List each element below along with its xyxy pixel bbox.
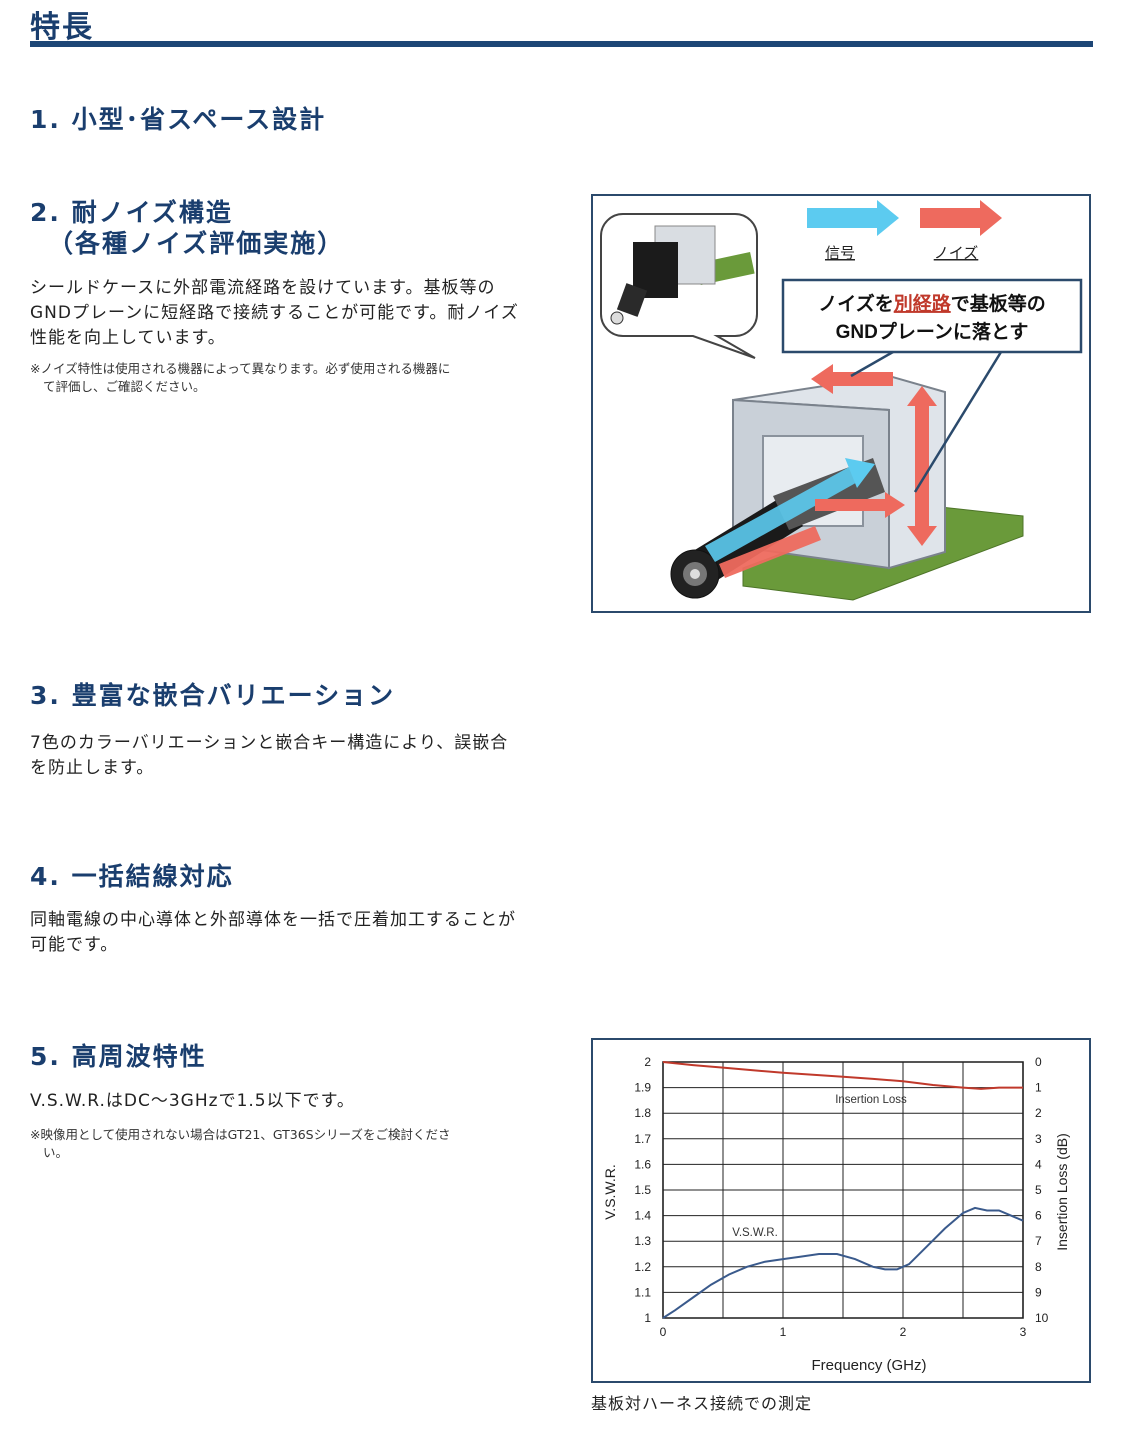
- connector-thumbnail: [610, 225, 755, 325]
- noise-illustration-svg: 信号 ノイズ ノイズを別経路で基板等の GNDプレーンに落とす: [600, 200, 1083, 601]
- section-4-body: 同軸電線の中心導体と外部導体を一括で圧着加工することが可能です。: [30, 910, 516, 955]
- y2-tick-label: 6: [1035, 1209, 1042, 1223]
- legend-noise-arrow: [920, 200, 1002, 236]
- section-2-note-line1: ※ノイズ特性は使用される機器によって異なります。必ず使用される機器に: [30, 361, 451, 376]
- callout-pointer-2: [913, 351, 1003, 493]
- chart-grid: [662, 1061, 1024, 1319]
- legend-signal-label: 信号: [825, 245, 855, 262]
- section-2-heading: 2. 耐ノイズ構造: [30, 198, 233, 227]
- y2-tick-label: 10: [1035, 1311, 1049, 1325]
- callout-box: [781, 278, 1083, 354]
- y-tick-label: 1.1: [634, 1285, 651, 1299]
- insertion-loss-line: [662, 1061, 1023, 1090]
- x-tick-label: 2: [900, 1325, 907, 1339]
- y2-tick-label: 1: [1035, 1081, 1042, 1095]
- signal-path-arrow: [705, 466, 861, 562]
- legend-noise-label: ノイズ: [934, 245, 979, 262]
- section-3-body: 7色のカラーバリエーションと嵌合キー構造により、誤嵌合を防止します。: [30, 733, 509, 778]
- section-1-heading: 1. 小型･省スペース設計: [30, 105, 327, 134]
- x-tick-label: 3: [1020, 1325, 1027, 1339]
- y2-tick-label: 2: [1035, 1106, 1042, 1120]
- section-5-heading: 5. 高周波特性: [30, 1042, 207, 1071]
- y-tick-label: 1.4: [634, 1209, 651, 1223]
- y2-tick-label: 4: [1035, 1157, 1042, 1171]
- noise-path-inner: [815, 499, 885, 511]
- frequency-chart-svg: 11.11.21.31.41.51.61.71.81.92 1098765432…: [602, 1055, 1070, 1374]
- section-4-heading: 4. 一括結線対応: [30, 862, 234, 891]
- section-3-heading: 3. 豊富な嵌合バリエーション: [30, 681, 396, 710]
- y2-tick-label: 5: [1035, 1183, 1042, 1197]
- chart-series: [662, 1061, 1024, 1319]
- noise-path-vertical: [915, 406, 929, 526]
- y-tick-label: 1.6: [634, 1157, 651, 1171]
- y-tick-label: 1.9: [634, 1081, 651, 1095]
- y2-tick-label: 0: [1035, 1055, 1042, 1069]
- legend-signal-arrow: [807, 200, 899, 236]
- noise-path-lower: [719, 526, 821, 578]
- series-label-vswr: V.S.W.R.: [732, 1227, 778, 1239]
- y2-tick-label: 8: [1035, 1260, 1042, 1274]
- callout-line1: ノイズを別経路で基板等の: [818, 292, 1045, 315]
- signal-path-head: [845, 458, 875, 488]
- y2-tick-label: 7: [1035, 1234, 1042, 1248]
- chart-caption: 基板対ハーネス接続での測定: [591, 1394, 813, 1413]
- y-tick-label: 1.7: [634, 1132, 651, 1146]
- vswr-line: [662, 1206, 1024, 1319]
- section-5-body: V.S.W.R.はDC～3GHzで1.5以下です。: [30, 1091, 355, 1111]
- y-tick-label: 1: [644, 1311, 651, 1325]
- y2-tick-label: 3: [1035, 1132, 1042, 1146]
- section-2-subheading: （各種ノイズ評価実施）: [48, 229, 345, 258]
- x-tick-label: 0: [660, 1325, 667, 1339]
- section-5-note-line1: ※映像用として使用されない場合はGT21、GT36Sシリーズをご検討くださ: [30, 1127, 451, 1142]
- y-tick-label: 1.2: [634, 1260, 651, 1274]
- title-divider: [30, 41, 1093, 47]
- chart-x-ticks: 0 1 2 3: [660, 1325, 1027, 1339]
- chart-x-axis-label: Frequency (GHz): [811, 1357, 926, 1374]
- chart-y-axis-label: V.S.W.R.: [602, 1164, 618, 1220]
- section-5-note-line2: い。: [43, 1145, 69, 1160]
- noise-illustration: 信号 ノイズ ノイズを別経路で基板等の GNDプレーンに落とす: [591, 194, 1091, 613]
- chart-y-ticks: 1 1.1 1.2 1.3 1.4 1.5 1.6 1.7 1.8 1.9 2: [634, 1055, 651, 1325]
- x-tick-label: 1: [780, 1325, 787, 1339]
- y2-tick-label: 9: [1035, 1285, 1042, 1299]
- y-tick-label: 2: [644, 1055, 651, 1069]
- section-2-body: シールドケースに外部電流経路を設けています。基板等のGNDプレーンに短経路で接続…: [30, 278, 519, 348]
- y-tick-label: 1.3: [634, 1234, 651, 1248]
- section-5-note: ※映像用として使用されない場合はGT21、GT36Sシリーズをご検討くださ い。: [30, 1126, 530, 1162]
- section-2-note-line2: て評価し、ご確認ください。: [43, 379, 206, 394]
- chart-y2-axis-label: Insertion Loss (dB): [1054, 1133, 1070, 1251]
- callout-pointer-1: [850, 350, 894, 378]
- series-label-insertion-loss: Insertion Loss: [835, 1094, 907, 1106]
- y-tick-label: 1.8: [634, 1106, 651, 1120]
- noise-path-top: [833, 372, 893, 386]
- page-title: 特長: [30, 10, 94, 45]
- callout-line2: GNDプレーンに落とす: [836, 320, 1029, 343]
- section-2-note: ※ノイズ特性は使用される機器によって異なります。必ず使用される機器に て評価し、…: [30, 360, 530, 396]
- y-tick-label: 1.5: [634, 1183, 651, 1197]
